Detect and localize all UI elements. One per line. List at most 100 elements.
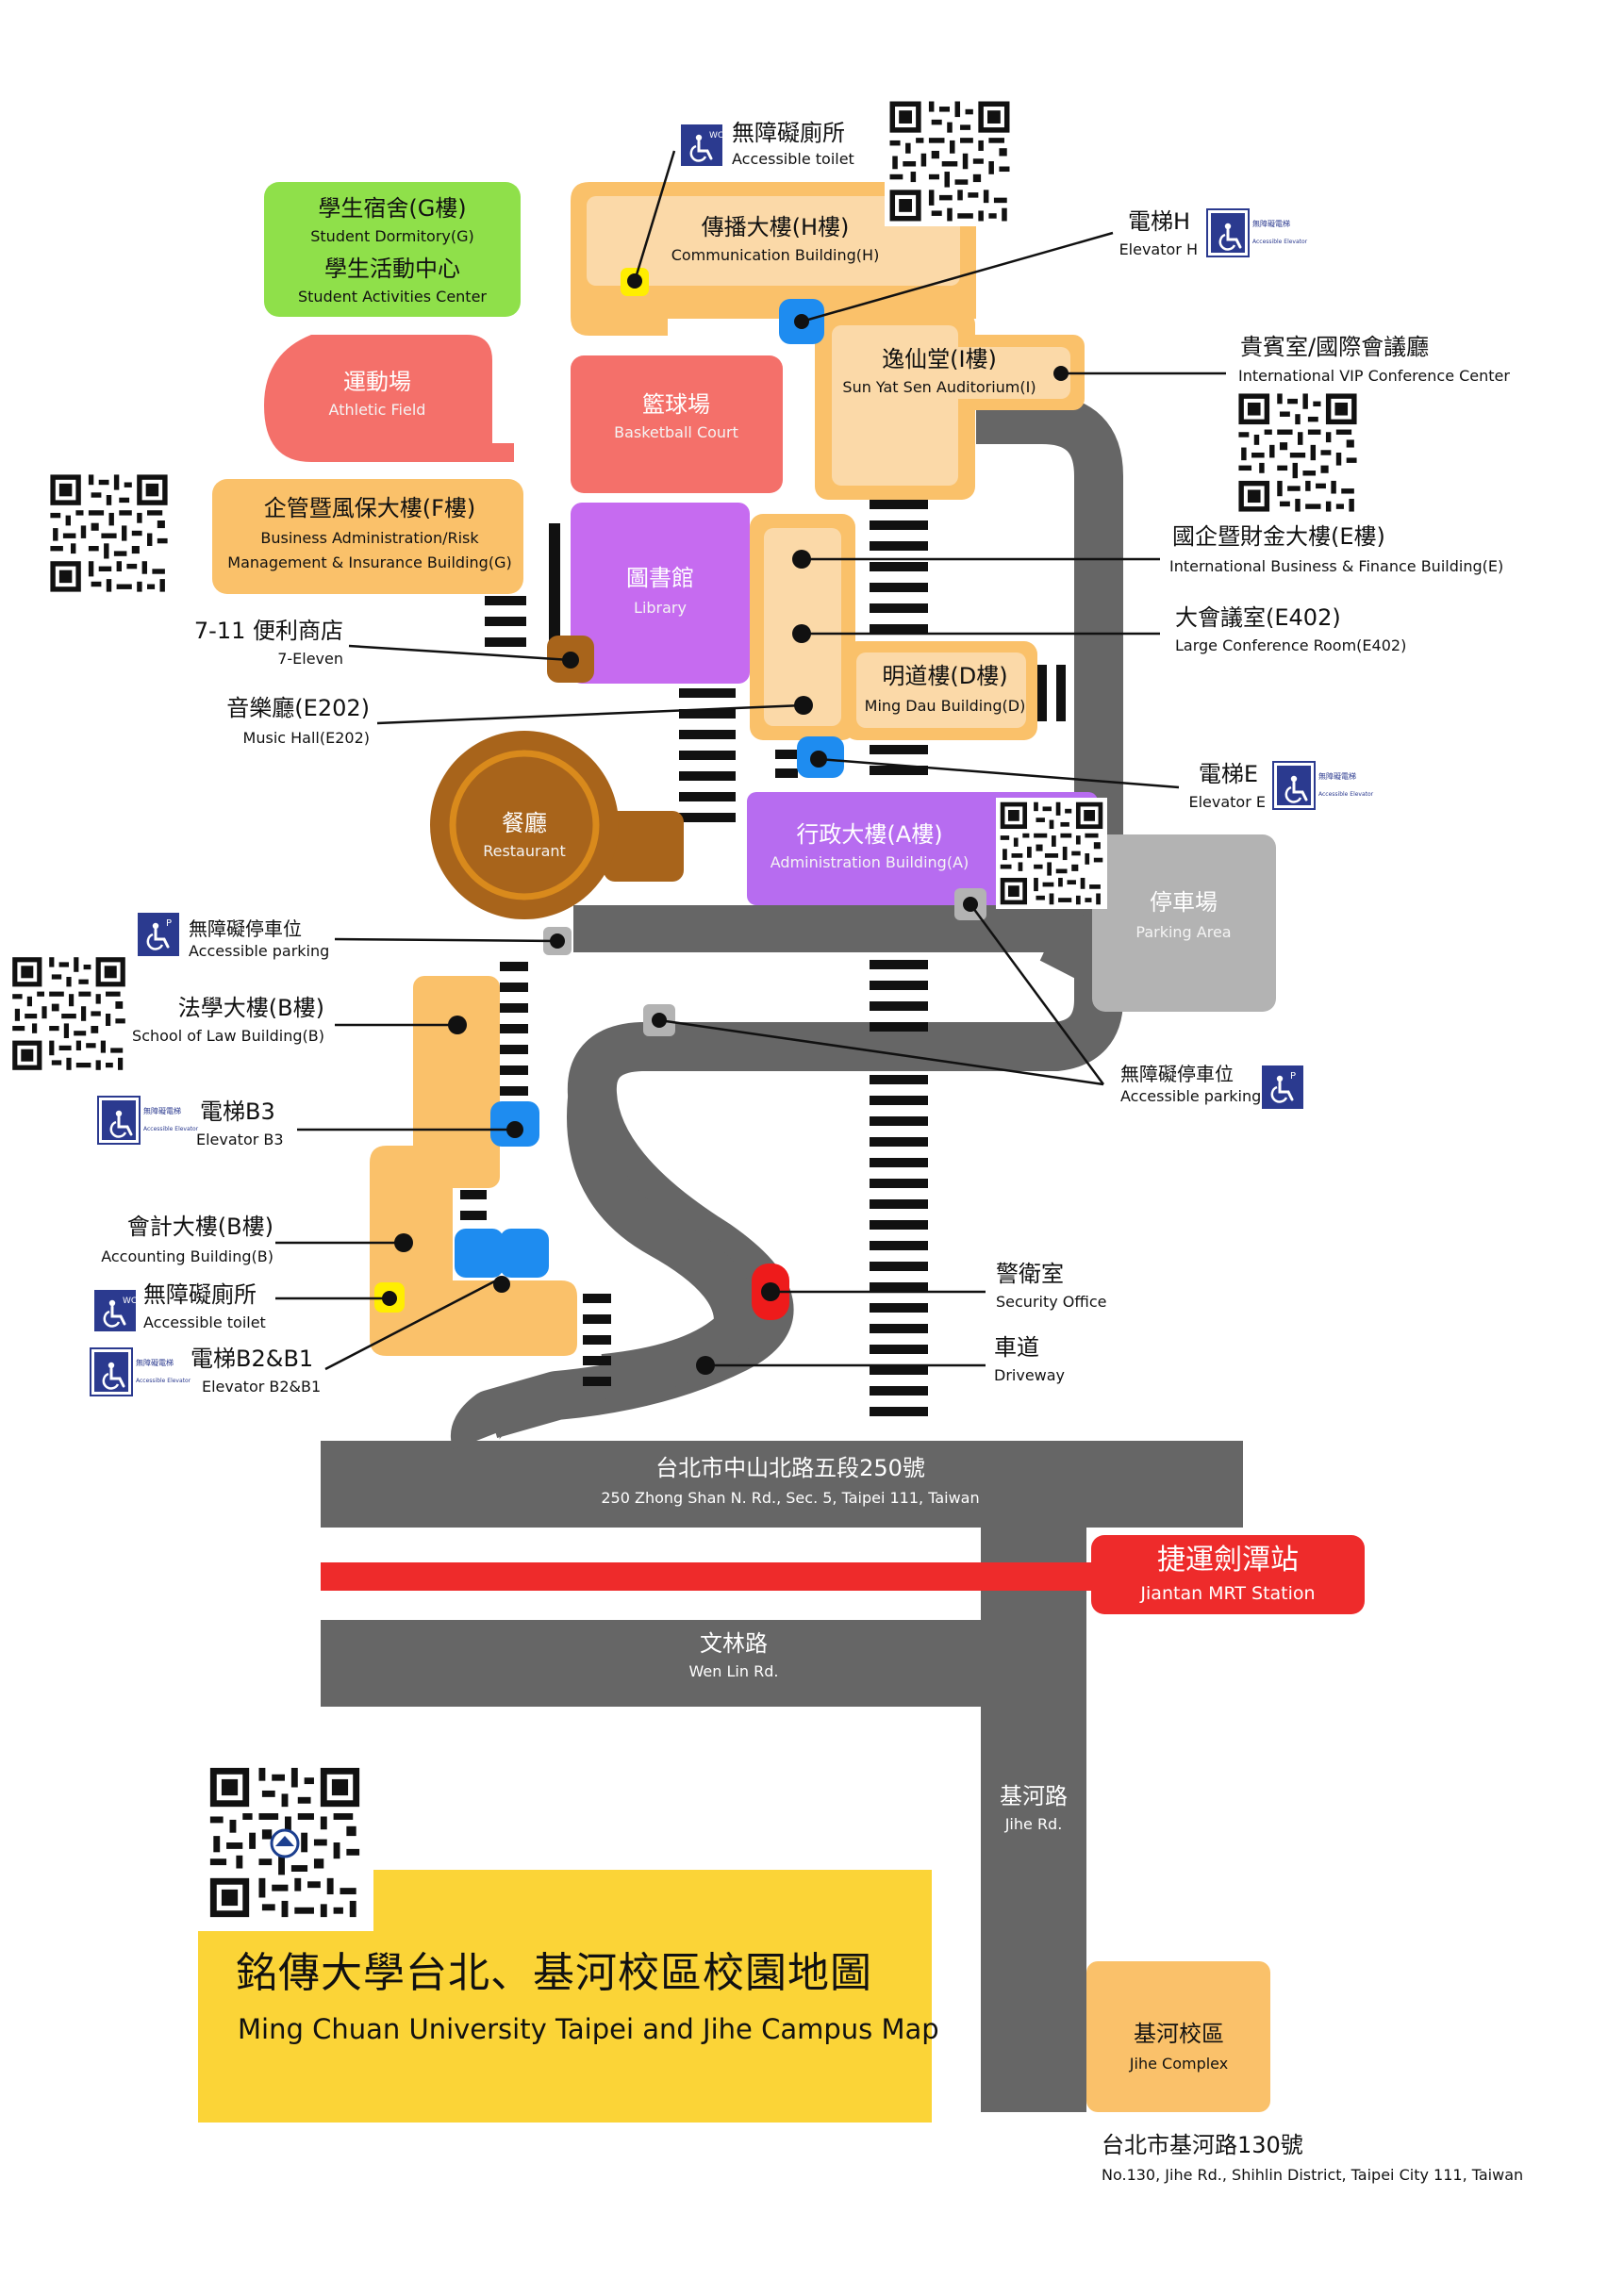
seven-eleven-en: 7-Eleven xyxy=(277,650,343,668)
restaurant-shape xyxy=(430,731,619,919)
svg-text:無障礙電梯: 無障礙電梯 xyxy=(1318,771,1356,781)
leader-dots xyxy=(382,273,1069,1375)
svg-text:無障礙電梯: 無障礙電梯 xyxy=(136,1358,174,1367)
driveway-en: Driveway xyxy=(994,1366,1066,1384)
zhongshan-road xyxy=(321,1441,1243,1528)
athletic-field-shape xyxy=(264,335,514,462)
parking-left-en: Accessible parking xyxy=(189,942,330,960)
accessible-elevator-icon: 無障礙電梯 Accessible Elevator xyxy=(97,1096,199,1145)
accessible-elevator-icon: 無障礙電梯 Accessible Elevator xyxy=(1272,761,1374,810)
map-title-zh: 銘傳大學台北、基河校區校園地圖 xyxy=(236,1949,872,1997)
toilet-top-zh: 無障礙廁所 xyxy=(732,120,845,146)
basketball-court-shape xyxy=(571,355,783,493)
library-stairs xyxy=(679,688,736,822)
business-admin-en1: Business Administration/Risk xyxy=(260,529,479,547)
parking-area-en: Parking Area xyxy=(1135,923,1232,941)
toilet-bottom-zh: 無障礙廁所 xyxy=(143,1281,257,1308)
svg-text:P: P xyxy=(166,918,172,929)
mrt-station-zh: 捷運劍潭站 xyxy=(1157,1544,1299,1577)
dot-elevator-b2b1 xyxy=(493,1276,510,1293)
accounting-en: Accounting Building(B) xyxy=(101,1247,273,1265)
dot-toilet-top xyxy=(627,273,642,289)
dot-parking-left xyxy=(550,933,565,949)
activities-center-en: Student Activities Center xyxy=(298,288,487,306)
parking-left-zh: 無障礙停車位 xyxy=(189,917,302,940)
map-title-en: Ming Chuan University Taipei and Jihe Ca… xyxy=(238,2013,939,2045)
parking-right-zh: 無障礙停車位 xyxy=(1120,1063,1234,1085)
music-hall-zh: 音樂廳(E202) xyxy=(226,695,370,721)
jihe-road xyxy=(981,1528,1086,2112)
svg-text:Accessible Elevator: Accessible Elevator xyxy=(143,1126,199,1132)
accessible-elevator-icon: 無障礙電梯 Accessible Elevator xyxy=(1206,208,1308,257)
accessible-elevator-icon: 無障礙電梯 Accessible Elevator xyxy=(90,1347,191,1396)
dot-vip xyxy=(1053,366,1069,381)
dot-seven-eleven xyxy=(562,652,579,669)
university-logo-icon xyxy=(270,1828,300,1858)
communication-building-zh: 傳播大樓(H樓) xyxy=(701,214,850,240)
administration-zh: 行政大樓(A樓) xyxy=(796,821,943,848)
ming-dau-zh: 明道樓(D樓) xyxy=(882,663,1008,689)
elevator-e-zh: 電梯E xyxy=(1198,761,1258,787)
vip-center-zh: 貴賓室/國際會議廳 xyxy=(1240,334,1430,360)
dot-conference xyxy=(792,624,811,643)
accessibility-icons: WC WC P P 無障礙電梯 Accessible Elevator 無障礙電… xyxy=(90,124,1374,1396)
conference-e402-en: Large Conference Room(E402) xyxy=(1175,636,1407,654)
dot-elevator-h xyxy=(794,314,809,329)
athletic-field-en: Athletic Field xyxy=(328,401,426,419)
elevator-h-en: Elevator H xyxy=(1119,240,1198,258)
mrt-station-en: Jiantan MRT Station xyxy=(1140,1583,1316,1604)
restaurant-en: Restaurant xyxy=(483,842,566,860)
sun-yat-sen-zh: 逸仙堂(I樓) xyxy=(882,346,997,372)
svg-text:Accessible Elevator: Accessible Elevator xyxy=(136,1378,191,1384)
roads xyxy=(321,395,1243,2112)
elevator-b1-marker[interactable] xyxy=(500,1229,549,1278)
qr-code-icon[interactable] xyxy=(996,798,1107,909)
dot-elevator-b3 xyxy=(506,1121,523,1138)
elevator-b3-en: Elevator B3 xyxy=(196,1131,284,1148)
dot-security xyxy=(761,1282,780,1301)
law-building-zh: 法學大樓(B樓) xyxy=(177,995,324,1021)
dot-elevator-e xyxy=(810,751,827,768)
sun-yat-sen-en: Sun Yat Sen Auditorium(I) xyxy=(842,378,1036,396)
building-e-zh: 國企暨財金大樓(E樓) xyxy=(1172,523,1385,550)
svg-text:Accessible Elevator: Accessible Elevator xyxy=(1318,791,1374,798)
dormitory-en: Student Dormitory(G) xyxy=(310,227,474,245)
wenlin-road-en: Wen Lin Rd. xyxy=(688,1662,779,1680)
qr-code-icon[interactable] xyxy=(1234,388,1362,517)
leader-lines xyxy=(275,150,1226,1371)
jihe-address-en: No.130, Jihe Rd., Shihlin District, Taip… xyxy=(1102,2166,1524,2184)
stairs xyxy=(460,500,1066,1416)
restaurant-wing xyxy=(604,811,684,882)
zhongshan-road-en: 250 Zhong Shan N. Rd., Sec. 5, Taipei 11… xyxy=(601,1489,980,1507)
music-hall-en: Music Hall(E202) xyxy=(242,729,370,747)
activities-center-zh: 學生活動中心 xyxy=(324,256,460,282)
jihe-address-zh: 台北市基河路130號 xyxy=(1102,2132,1303,2158)
dot-driveway xyxy=(696,1356,715,1375)
qr-code-icon[interactable] xyxy=(885,96,1015,226)
law-building-shape xyxy=(413,976,500,1188)
elevator-b2-marker[interactable] xyxy=(455,1229,504,1278)
qr-codes xyxy=(8,96,1362,1924)
dot-music-hall xyxy=(794,696,813,715)
ming-dau-en: Ming Dau Building(D) xyxy=(864,697,1026,715)
jihe-road-zh: 基河路 xyxy=(1000,1783,1068,1809)
dot-law xyxy=(448,1016,467,1034)
building-e-en: International Business & Finance Buildin… xyxy=(1169,557,1504,575)
elevator-b3-zh: 電梯B3 xyxy=(200,1098,275,1125)
qr-code-icon[interactable] xyxy=(8,952,130,1075)
administration-en: Administration Building(A) xyxy=(770,853,969,871)
elevator-e-en: Elevator E xyxy=(1188,793,1266,811)
sun-yat-sen-inner xyxy=(832,325,958,486)
f-building-stairs xyxy=(485,523,560,647)
wheelchair-parking-icon: P xyxy=(1262,1065,1303,1109)
communication-building-inner xyxy=(587,196,960,286)
svg-text:P: P xyxy=(1290,1071,1296,1082)
road-connector xyxy=(981,1441,1086,1535)
restaurant-ring xyxy=(449,750,600,900)
elevator-b2b1-en: Elevator B2&B1 xyxy=(202,1378,322,1396)
jihe-complex-zh: 基河校區 xyxy=(1134,2021,1224,2047)
parking-area-shape xyxy=(1092,834,1276,1012)
qr-code-icon[interactable] xyxy=(45,470,173,597)
driveway-zh: 車道 xyxy=(994,1334,1039,1361)
